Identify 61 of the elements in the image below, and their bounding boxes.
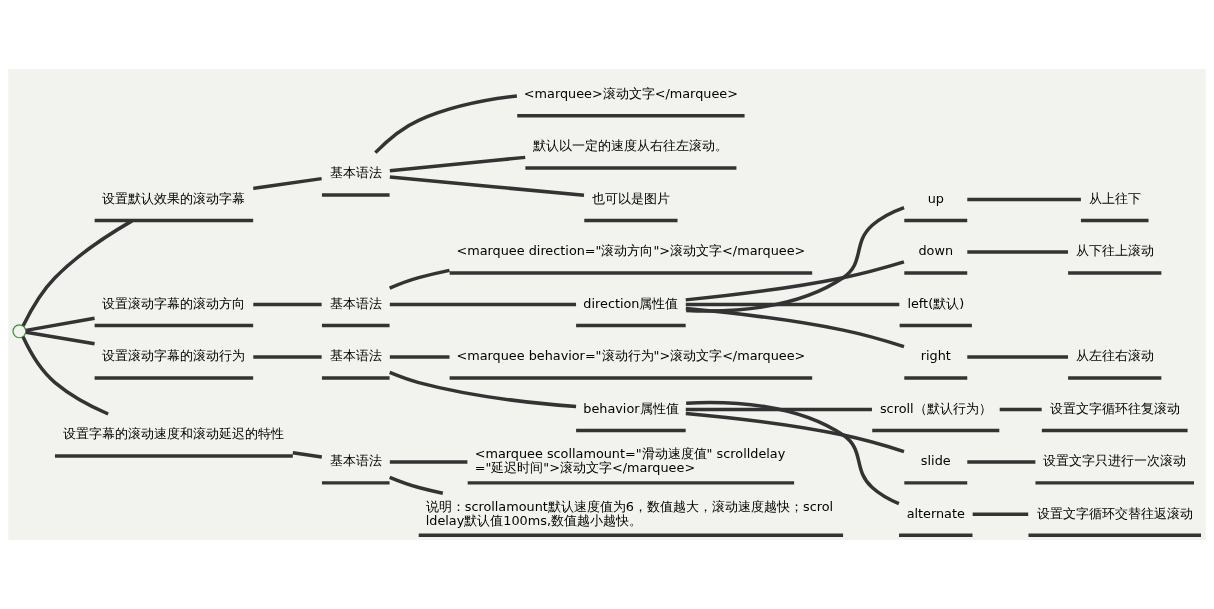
connector [25, 316, 95, 333]
node-text: 设置默认效果的滚动字幕 [102, 190, 246, 206]
connector [967, 197, 1081, 202]
node-text: 基本语法 [329, 453, 382, 469]
node-text: up [927, 190, 944, 206]
connector [685, 260, 905, 302]
node-text: 设置文字循环交替往返滚动 [1036, 505, 1193, 521]
node-text: 设置滚动字幕的滚动方向 [102, 295, 246, 311]
node-text: behavior属性值 [583, 400, 679, 416]
connector [292, 450, 323, 459]
connector [374, 94, 518, 154]
node-text: slide [920, 453, 951, 469]
node-text: direction属性值 [583, 295, 679, 311]
connector [967, 355, 1069, 359]
node-text: 设置文字循环往复滚动 [1049, 400, 1180, 416]
connector [389, 370, 577, 409]
node-text: alternate [906, 505, 965, 521]
node-text: 基本语法 [329, 165, 382, 181]
connector [388, 268, 450, 290]
connector [685, 302, 900, 307]
node-text: 设置滚动字幕的滚动行为 [102, 348, 246, 364]
connector [253, 355, 322, 359]
node-text: 基本语法 [329, 348, 382, 364]
node-text: 设置字幕的滚动速度和滚动延迟的特性 [63, 426, 285, 442]
connector [389, 475, 444, 496]
node-text: right [920, 348, 951, 364]
connector [389, 302, 577, 307]
node-text: <marquee>滚动文字</marquee> [523, 85, 738, 101]
connector [25, 330, 95, 346]
node-text: 从上往下 [1088, 190, 1141, 206]
node-text: 从下往上滚动 [1075, 243, 1154, 259]
node-text: <marquee scollamount="滑动速度值" scrolldelay="延迟时间">滚动文字</marquee> [474, 446, 786, 476]
connector [686, 400, 900, 506]
connector [389, 155, 526, 173]
connector [999, 407, 1042, 412]
connector [21, 336, 109, 416]
connector [253, 176, 322, 191]
node-text: 默认以一定的速度从右往左滚动。 [533, 138, 729, 154]
connector [389, 355, 450, 359]
node-text: 也可以是图片 [591, 190, 670, 206]
node-text: down [918, 243, 954, 259]
node-text: scroll（默认行为） [879, 400, 992, 416]
connector [685, 306, 905, 349]
node-text: 设置文字只进行一次滚动 [1043, 453, 1187, 469]
node-circle [12, 324, 27, 339]
node-text: <marquee direction="滚动方向">滚动文字</marquee> [456, 243, 806, 259]
node-text: left(默认) [907, 295, 965, 311]
node-text: <marquee behavior="滚动行为">滚动文字</marquee> [456, 348, 806, 364]
connector [389, 460, 468, 464]
connector [967, 250, 1069, 254]
connector [685, 407, 872, 412]
connector [389, 175, 585, 197]
connector [967, 460, 1036, 464]
connector [253, 302, 322, 307]
node-text: 基本语法 [329, 295, 382, 311]
connector [685, 411, 905, 454]
connector [686, 205, 905, 313]
node-text: 说明：scrollamount默认速度值为6，数值越大，滚动速度越快；scrolldelay默认值100ms,数值越小越快。 [425, 498, 834, 528]
node-text: 从左往右滚动 [1075, 348, 1154, 364]
connector [972, 512, 1029, 517]
connector [21, 219, 133, 327]
